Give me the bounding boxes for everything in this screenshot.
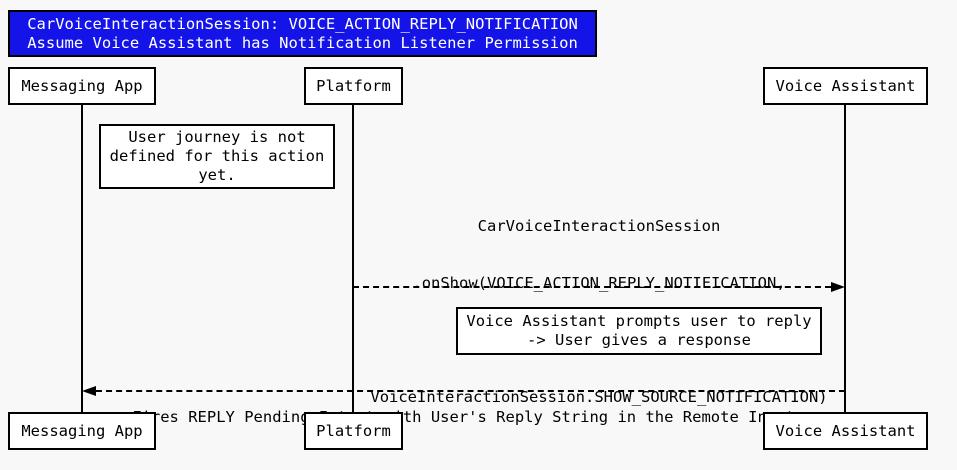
actor-label: Voice Assistant — [775, 76, 916, 95]
message-line: Fires REPLY Pending Intent with User's R… — [132, 408, 795, 426]
actor-label: Messaging App — [21, 76, 143, 95]
message-line: CarVoiceInteractionSession — [477, 217, 721, 235]
actor-top-messaging-app: Messaging App — [8, 67, 156, 105]
actor-label: Voice Assistant — [775, 421, 916, 440]
message-onshow-arrowhead-icon — [831, 282, 845, 292]
lifeline-messaging-app — [81, 105, 83, 413]
actor-bottom-messaging-app: Messaging App — [8, 412, 156, 450]
actor-label: Messaging App — [21, 421, 143, 440]
message-reply-intent-arrowhead-icon — [82, 386, 96, 396]
actor-label: Platform — [316, 421, 391, 440]
lifeline-voice-assistant — [844, 105, 846, 413]
message-reply-intent-arrow-line — [96, 390, 845, 392]
note-line: yet. — [198, 166, 236, 184]
note-line: defined for this action — [109, 147, 325, 165]
message-line: .onShow(VOICE_ACTION_REPLY_NOTIFICATION, — [412, 274, 786, 292]
actor-bottom-platform: Platform — [304, 412, 403, 450]
actor-label: Platform — [316, 76, 391, 95]
note-user-journey: User journey is not defined for this act… — [99, 124, 335, 189]
message-reply-intent-label: Fires REPLY Pending Intent with User's R… — [82, 370, 845, 465]
message-onshow-arrow-line — [353, 286, 831, 288]
diagram-title-line-1: CarVoiceInteractionSession: VOICE_ACTION… — [27, 14, 578, 33]
note-line: Voice Assistant prompts user to reply — [466, 312, 812, 330]
note-line: -> User gives a response — [527, 331, 751, 349]
diagram-title-box: CarVoiceInteractionSession: VOICE_ACTION… — [8, 10, 597, 57]
message-line: VoiceInteractionSession.SHOW_SOURCE_NOTI… — [370, 388, 828, 406]
note-voice-assistant-prompts: Voice Assistant prompts user to reply ->… — [456, 307, 822, 355]
note-line: User journey is not — [128, 128, 306, 146]
actor-top-platform: Platform — [304, 67, 403, 105]
lifeline-platform — [352, 105, 354, 413]
actor-top-voice-assistant: Voice Assistant — [763, 67, 928, 105]
actor-bottom-voice-assistant: Voice Assistant — [763, 412, 928, 450]
diagram-title-line-2: Assume Voice Assistant has Notification … — [27, 33, 578, 52]
